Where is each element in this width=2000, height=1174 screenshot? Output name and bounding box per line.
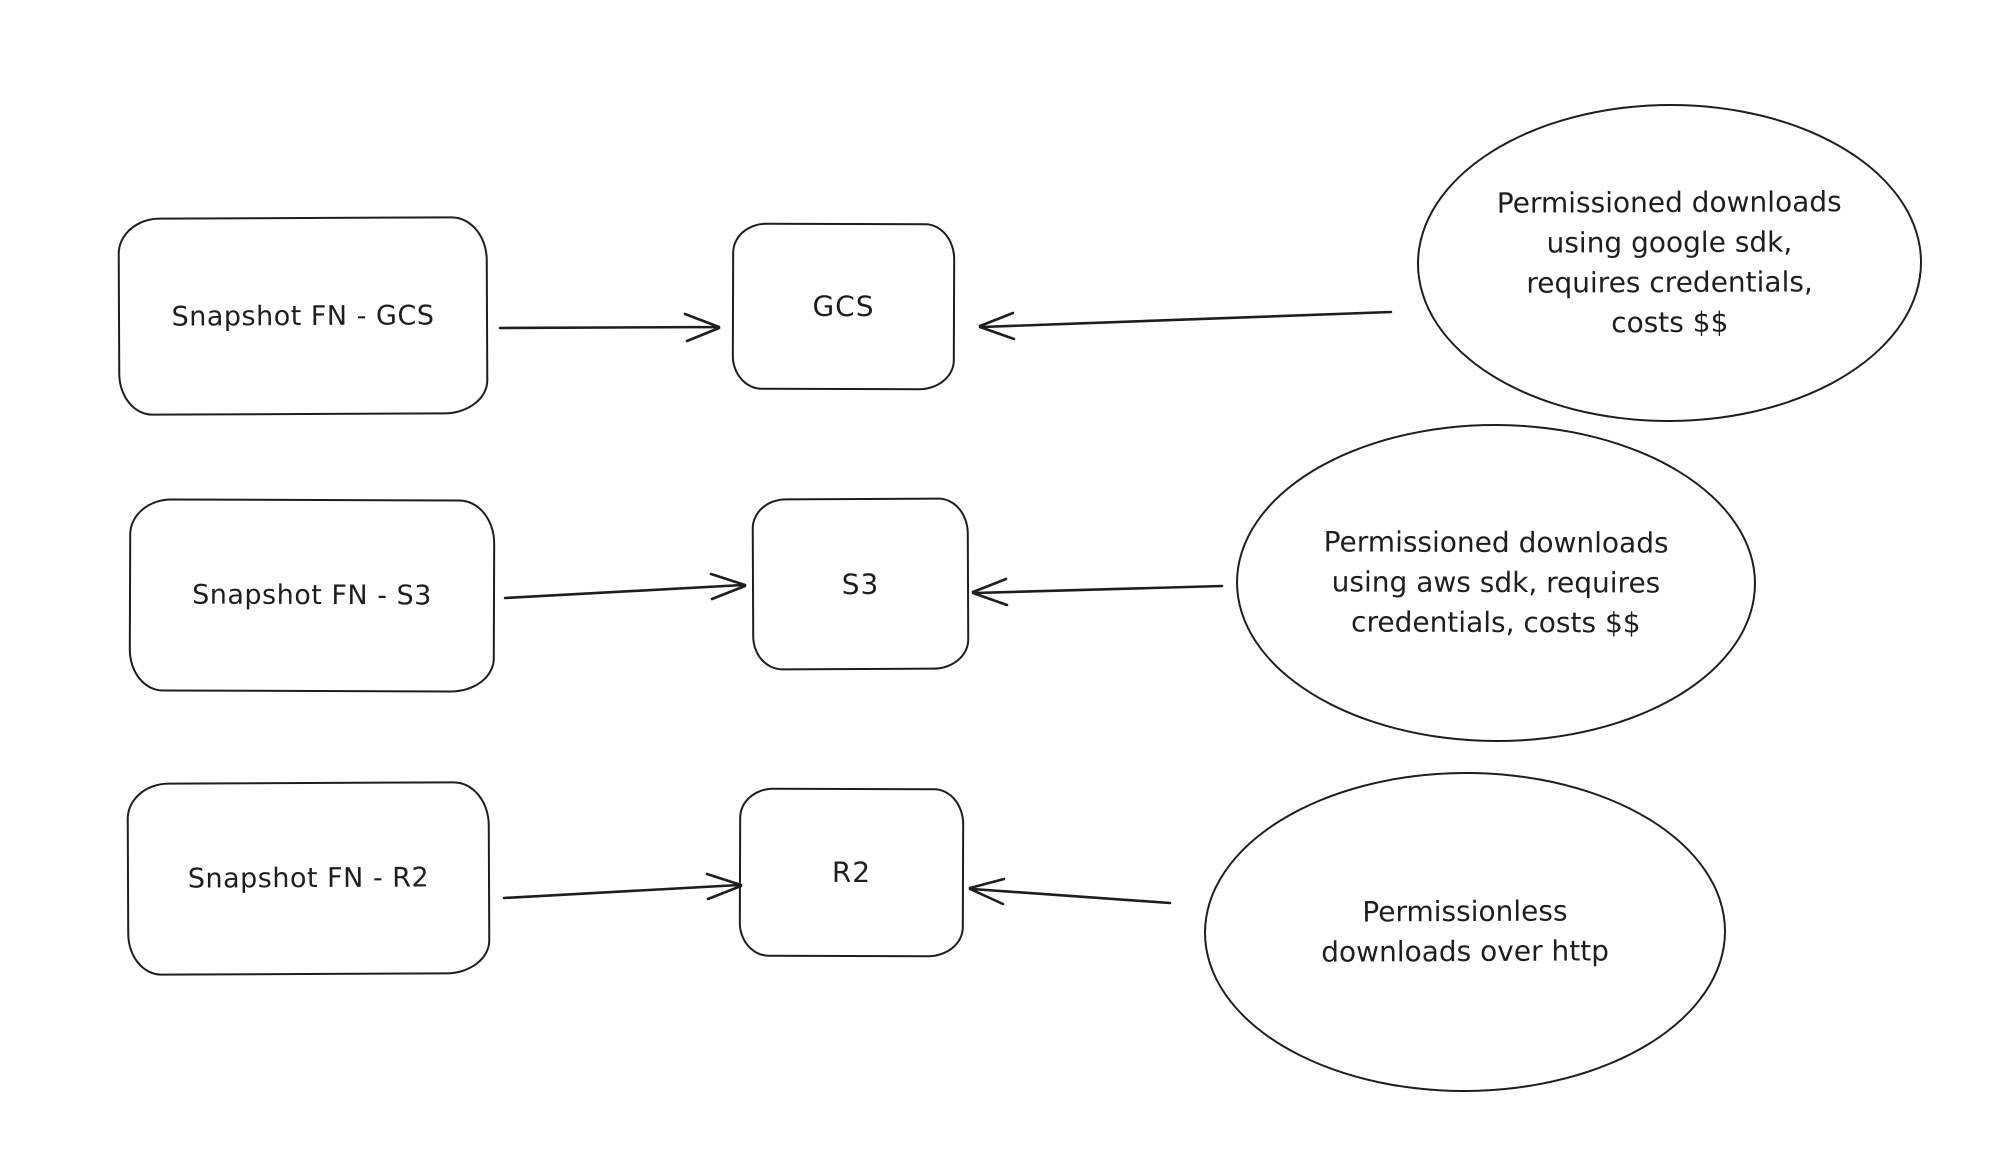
target-box-gcs-label: GCS <box>812 289 875 324</box>
note-ellipse-r2: Permissionless downloads over http <box>1203 770 1727 1094</box>
arrow-snapshot-r2-to-r2 <box>502 872 743 901</box>
note-ellipse-gcs: Permissioned downloads using google sdk,… <box>1416 102 1923 424</box>
note-ellipse-s3: Permissioned downloads using aws sdk, re… <box>1235 423 1757 743</box>
target-box-s3-label: S3 <box>841 567 880 601</box>
source-box-snapshot-s3-label: Snapshot FN - S3 <box>192 579 432 612</box>
source-box-snapshot-s3: Snapshot FN - S3 <box>128 498 496 693</box>
note-ellipse-s3-text: Permissioned downloads using aws sdk, re… <box>1323 525 1669 640</box>
source-box-snapshot-gcs: Snapshot FN - GCS <box>117 216 489 416</box>
arrow-note-to-gcs <box>978 310 1393 341</box>
source-box-snapshot-gcs-label: Snapshot FN - GCS <box>171 299 435 333</box>
target-box-r2-label: R2 <box>831 855 872 890</box>
note-ellipse-gcs-text: Permissioned downloads using google sdk,… <box>1496 185 1842 340</box>
source-box-snapshot-r2-label: Snapshot FN - R2 <box>187 862 430 895</box>
arrow-note-to-s3 <box>971 577 1224 607</box>
target-box-r2: R2 <box>738 787 965 958</box>
target-box-gcs: GCS <box>731 222 956 391</box>
source-box-snapshot-r2: Snapshot FN - R2 <box>126 781 491 976</box>
arrow-note-to-r2 <box>968 877 1172 906</box>
note-ellipse-r2-text: Permissionless downloads over http <box>1321 894 1609 969</box>
arrow-snapshot-s3-to-s3 <box>503 572 747 601</box>
arrow-snapshot-gcs-to-gcs <box>498 312 721 343</box>
target-box-s3: S3 <box>751 497 970 671</box>
